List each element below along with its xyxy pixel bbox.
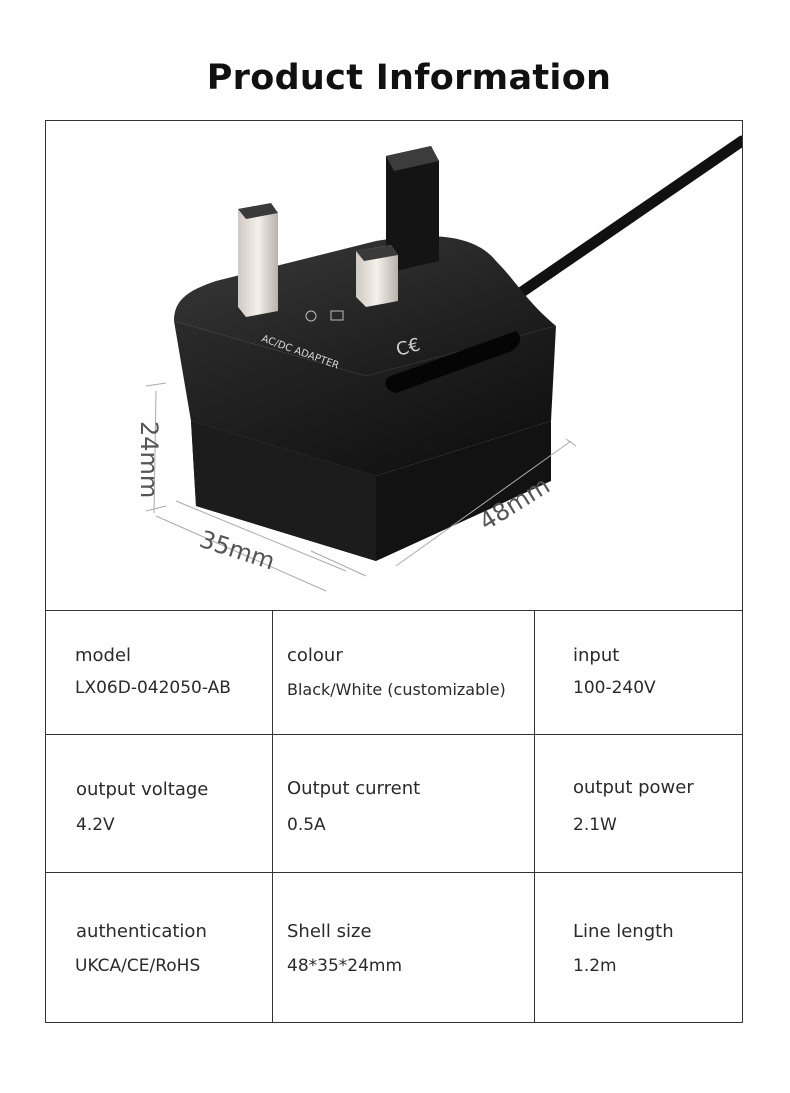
spec-value-output-voltage: 4.2V bbox=[76, 815, 115, 835]
dim-height: 24mm bbox=[135, 421, 163, 498]
spec-label-model: model bbox=[75, 645, 132, 666]
spec-label-line-length: Line length bbox=[573, 921, 674, 942]
spec-value-model: LX06D-042050-AB bbox=[75, 678, 231, 698]
table-divider bbox=[46, 734, 742, 735]
table-divider bbox=[534, 610, 535, 1023]
spec-label-output-voltage: output voltage bbox=[76, 779, 209, 800]
spec-label-output-power: output power bbox=[573, 777, 694, 798]
spec-value-authentication: UKCA/CE/RoHS bbox=[75, 956, 201, 976]
table-divider bbox=[46, 872, 742, 873]
spec-label-colour: colour bbox=[287, 645, 343, 666]
spec-value-shell-size: 48*35*24mm bbox=[287, 956, 403, 976]
spec-label-authentication: authentication bbox=[76, 921, 207, 942]
live-pin-left bbox=[238, 203, 278, 317]
spec-value-output-power: 2.1W bbox=[573, 815, 617, 835]
spec-value-output-current: 0.5A bbox=[287, 815, 326, 835]
spec-label-shell-size: Shell size bbox=[287, 921, 372, 942]
product-image: AC/DC ADAPTER C€ 24mm 35mm 48mm bbox=[135, 135, 742, 592]
spec-label-output-current: Output current bbox=[287, 778, 421, 799]
spec-value-line-length: 1.2m bbox=[573, 956, 617, 976]
neutral-pin-right bbox=[356, 245, 398, 307]
spec-value-colour: Black/White (customizable) bbox=[287, 680, 506, 699]
ground-pin bbox=[386, 146, 439, 271]
spec-value-input: 100-240V bbox=[573, 678, 656, 698]
table-divider bbox=[272, 610, 273, 1023]
spec-label-input: input bbox=[573, 645, 620, 666]
info-frame bbox=[45, 120, 743, 1023]
table-divider bbox=[46, 610, 742, 611]
page-title: Product Information bbox=[206, 58, 612, 98]
cable bbox=[510, 135, 742, 302]
dim-width: 35mm bbox=[196, 525, 278, 576]
